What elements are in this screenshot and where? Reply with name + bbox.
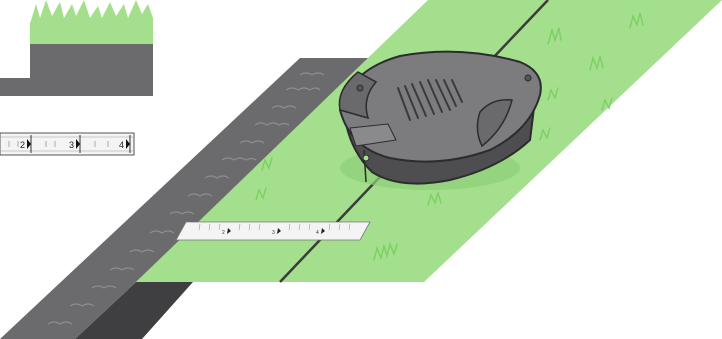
mower-sensor-dot-icon xyxy=(363,155,369,161)
ruler-scene-tick-3-label: 3 xyxy=(272,230,275,236)
inset-ledge xyxy=(0,44,30,78)
ruler-left-tick-4-label: 4 xyxy=(119,140,124,150)
ruler-left-tick-3-label: 3 xyxy=(69,140,74,150)
ruler-scene: 2 3 4 xyxy=(176,222,370,240)
edge-profile-inset xyxy=(0,0,153,96)
inset-grass-blades-icon xyxy=(30,0,153,26)
mower-bolt-rear-icon xyxy=(525,75,531,81)
ruler-left-tick-2-label: 2 xyxy=(20,140,25,150)
robotic-mower-icon xyxy=(339,52,540,190)
ruler-scene-tick-2-label: 2 xyxy=(222,230,225,236)
ruler-scene-tick-4-label: 4 xyxy=(316,230,319,236)
mower-bolt-front-icon xyxy=(357,85,363,91)
ruler-left: 2 3 4 xyxy=(0,133,134,155)
